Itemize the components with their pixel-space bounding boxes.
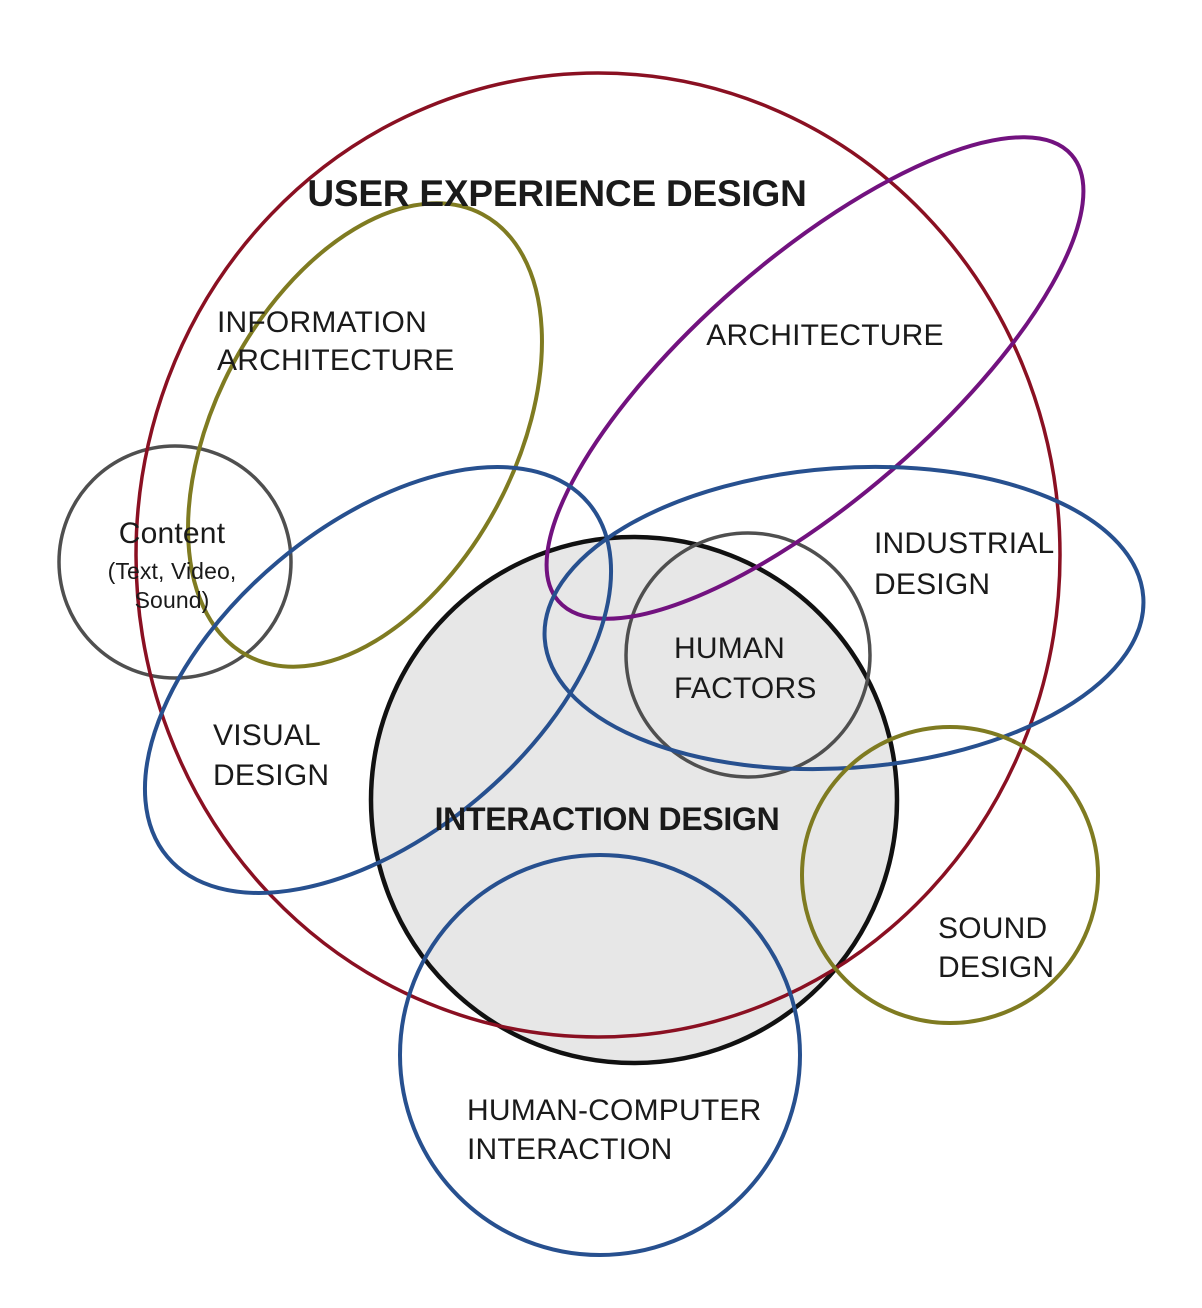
information-architecture-line1: INFORMATION	[217, 306, 427, 339]
visual-design-line2: DESIGN	[213, 759, 329, 792]
visual-design-ellipse	[142, 465, 614, 895]
content-circle	[57, 444, 293, 680]
interaction-design-circle	[368, 534, 900, 1066]
information-architecture-line2: ARCHITECTURE	[217, 344, 454, 377]
human-factors-line2: FACTORS	[674, 672, 817, 705]
industrial-design-line2: DESIGN	[874, 568, 990, 601]
content-line3: Sound)	[135, 587, 210, 613]
label-visual-design: VISUAL DESIGN	[213, 719, 329, 792]
label-human-factors: HUMAN FACTORS	[674, 632, 817, 705]
content-line2: (Text, Video,	[108, 558, 237, 584]
label-architecture: ARCHITECTURE	[706, 319, 943, 352]
label-information-architecture: INFORMATION ARCHITECTURE	[217, 306, 454, 377]
information-architecture-ellipse	[186, 201, 544, 669]
industrial-design-line1: INDUSTRIAL	[874, 527, 1054, 560]
title-user-experience-design: USER EXPERIENCE DESIGN	[307, 173, 806, 214]
content-line1: Content	[119, 517, 226, 550]
label-industrial-design: INDUSTRIAL DESIGN	[874, 527, 1054, 601]
label-sound-design: SOUND DESIGN	[938, 912, 1054, 984]
label-interaction-design: INTERACTION DESIGN	[435, 801, 780, 837]
sound-design-circle	[800, 725, 1100, 1025]
visual-design-line1: VISUAL	[213, 719, 321, 752]
industrial-design-ellipse	[542, 464, 1146, 772]
user-experience-design-ellipse	[134, 71, 1062, 1039]
sound-design-line2: DESIGN	[938, 951, 1054, 984]
hci-line2: INTERACTION	[467, 1133, 673, 1166]
label-content: Content (Text, Video, Sound)	[108, 517, 237, 613]
sound-design-line1: SOUND	[938, 912, 1047, 945]
human-computer-interaction-circle	[398, 853, 802, 1257]
human-factors-circle	[624, 531, 872, 779]
human-factors-line1: HUMAN	[674, 632, 785, 665]
hci-line1: HUMAN-COMPUTER	[467, 1094, 761, 1127]
label-human-computer-interaction: HUMAN-COMPUTER INTERACTION	[467, 1094, 761, 1166]
